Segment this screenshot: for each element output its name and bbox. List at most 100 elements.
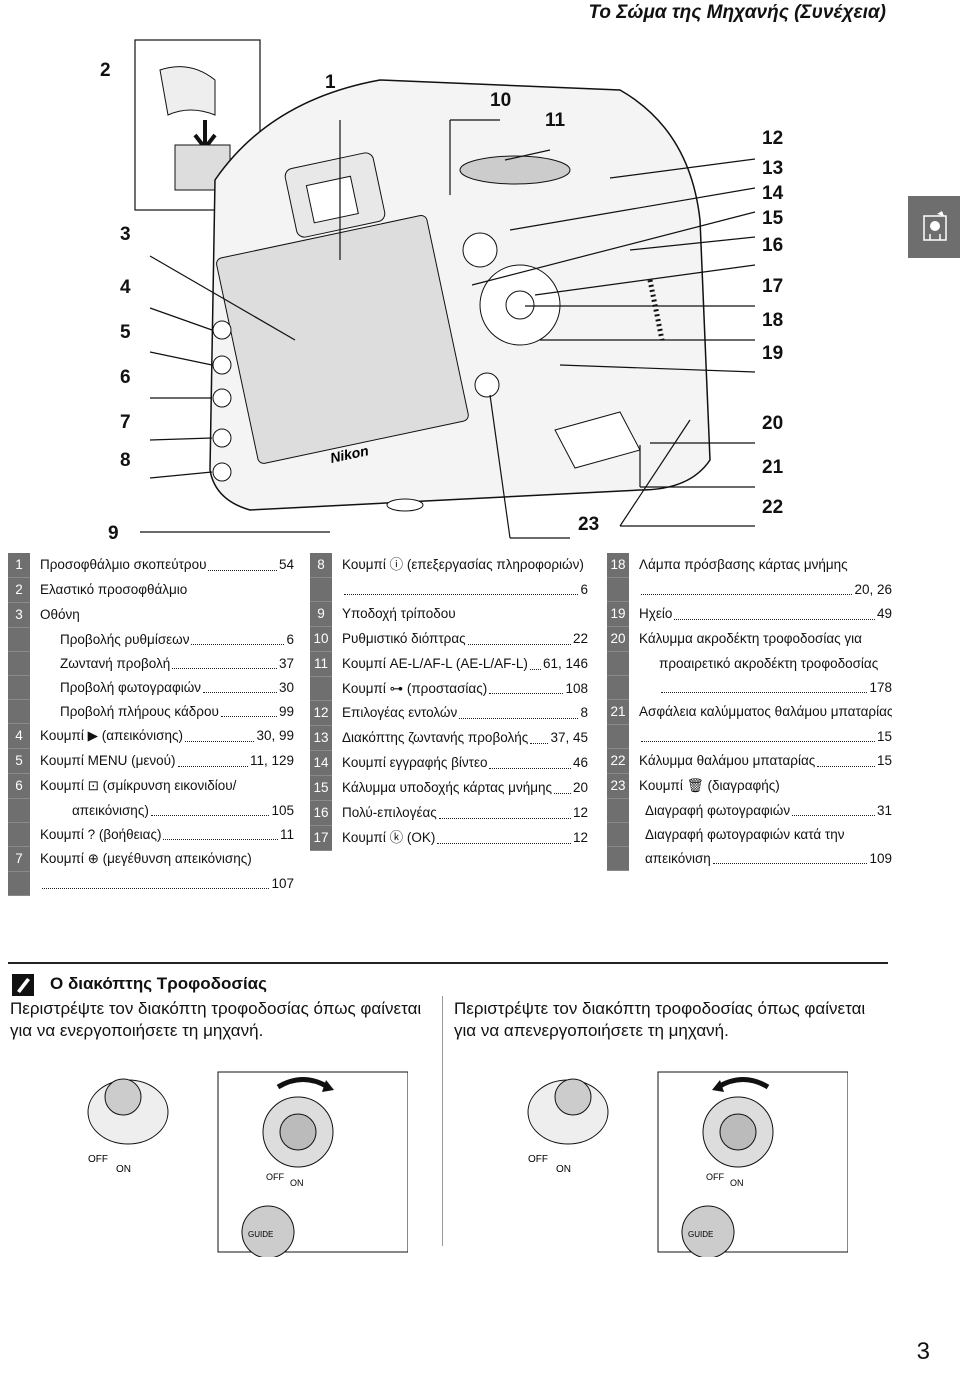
page-reference: 49 [876,606,892,621]
item-number-badge [310,677,332,701]
item-number-badge: 19 [607,602,629,627]
page-reference: 11, 129 [249,753,294,768]
callout-23: 23 [578,514,600,535]
page-reference: 15 [876,753,892,768]
page-reference: 15 [876,729,892,744]
page-reference: 107 [271,876,294,891]
item-number-badge: 7 [8,847,30,872]
item-label: Κάλυμμα θαλάμου μπαταρίας [639,753,816,768]
legend-row: Κουμπί ? (βοήθειας)11 [8,823,294,847]
dot-leader [489,677,564,694]
item-number-badge: 17 [310,826,332,851]
page-reference: 20 [572,780,588,795]
svg-text:OFF: OFF [88,1154,108,1165]
callout-19: 19 [762,343,784,364]
item-label: Ελαστικό προσοφθάλμιο [40,582,188,597]
page-reference: 30, 99 [256,728,294,743]
svg-text:OFF: OFF [706,1172,724,1182]
item-number-badge [310,578,332,602]
dot-leader [191,628,285,645]
svg-text:OFF: OFF [266,1172,284,1182]
item-label: Ρυθμιστικό διόπτρας [342,631,466,646]
page-reference: 20, 26 [854,582,892,597]
item-number-badge [607,725,629,749]
callout-2: 2 [100,60,111,81]
item-label: Προβολή πλήρους κάδρου [60,704,219,719]
item-label: Κουμπί ⊶ (προστασίας) [342,681,488,696]
callout-15: 15 [762,208,784,229]
item-number-badge: 22 [607,749,629,774]
dot-leader [661,676,868,693]
item-label: Ασφάλεια καλύμματος θαλάμου μπαταρίας [639,704,892,719]
dot-leader [674,602,875,620]
callout-7: 7 [120,412,131,433]
item-number-badge [607,847,629,871]
item-label: Κουμπί ⊕ (μεγέθυνση απεικόνισης) [40,851,252,866]
callout-14: 14 [762,183,784,204]
item-label: Κουμπί 🗑 (διαγραφής) [639,778,780,793]
dot-leader [203,676,277,693]
dot-leader [150,799,270,816]
dot-leader [459,701,579,719]
item-label: απεικόνιση [645,851,711,866]
dot-leader [344,578,579,595]
page-reference: 31 [876,803,892,818]
item-number-badge: 21 [607,700,629,725]
item-number-badge [8,676,30,700]
item-number-badge [607,652,629,676]
legend-row: Διαγραφή φωτογραφιών κατά την [607,823,892,847]
dot-leader [529,652,541,670]
callout-12: 12 [762,128,784,149]
item-number-badge: 8 [310,553,332,578]
item-number-badge: 18 [607,553,629,578]
legend-row: προαιρετικό ακροδέκτη τροφοδοσίας [607,652,892,676]
item-label: Κουμπί MENU (μενού) [40,753,176,768]
camera-rear-diagram: Nikon [0,20,960,550]
item-label: Λάμπα πρόσβασης κάρτας μνήμης [639,557,848,572]
legend-row: απεικόνισης)105 [8,799,294,823]
tip-title: Ο διακόπτης Τροφοδοσίας [50,974,267,993]
item-label: Πολύ-επιλογέας [342,805,437,820]
item-number-badge: 14 [310,751,332,776]
item-number-badge: 12 [310,701,332,726]
page-reference: 8 [580,705,588,720]
item-number-badge [8,823,30,847]
svg-text:GUIDE: GUIDE [248,1230,273,1239]
legend-row: Κουμπί ⊶ (προστασίας)108 [310,677,588,701]
callout-1: 1 [325,72,336,93]
item-label: Κουμπί ⊡ (σμίκρυνση εικονιδίου/ [40,778,237,793]
item-number-badge [8,872,30,896]
legend-row: 7 Κουμπί ⊕ (μεγέθυνση απεικόνισης) [8,847,294,872]
page-reference: 6 [286,632,294,647]
callout-18: 18 [762,310,784,331]
callout-22: 22 [762,497,784,518]
legend-row: 21 Ασφάλεια καλύμματος θαλάμου μπαταρίας [607,700,892,725]
legend-row: 107 [8,872,294,896]
item-label: Προβολή φωτογραφιών [60,680,201,695]
dot-leader [530,726,549,744]
item-label: Κουμπί ? (βοήθειας) [40,827,162,842]
dot-leader [641,725,875,742]
page-reference: 22 [572,631,588,646]
callout-9: 9 [108,523,119,544]
dot-leader [641,578,853,595]
item-number-badge: 10 [310,627,332,652]
item-label: Κουμπί ▶ (απεικόνισης) [40,728,184,743]
item-number-badge: 9 [310,602,332,627]
note-icon [12,974,34,996]
